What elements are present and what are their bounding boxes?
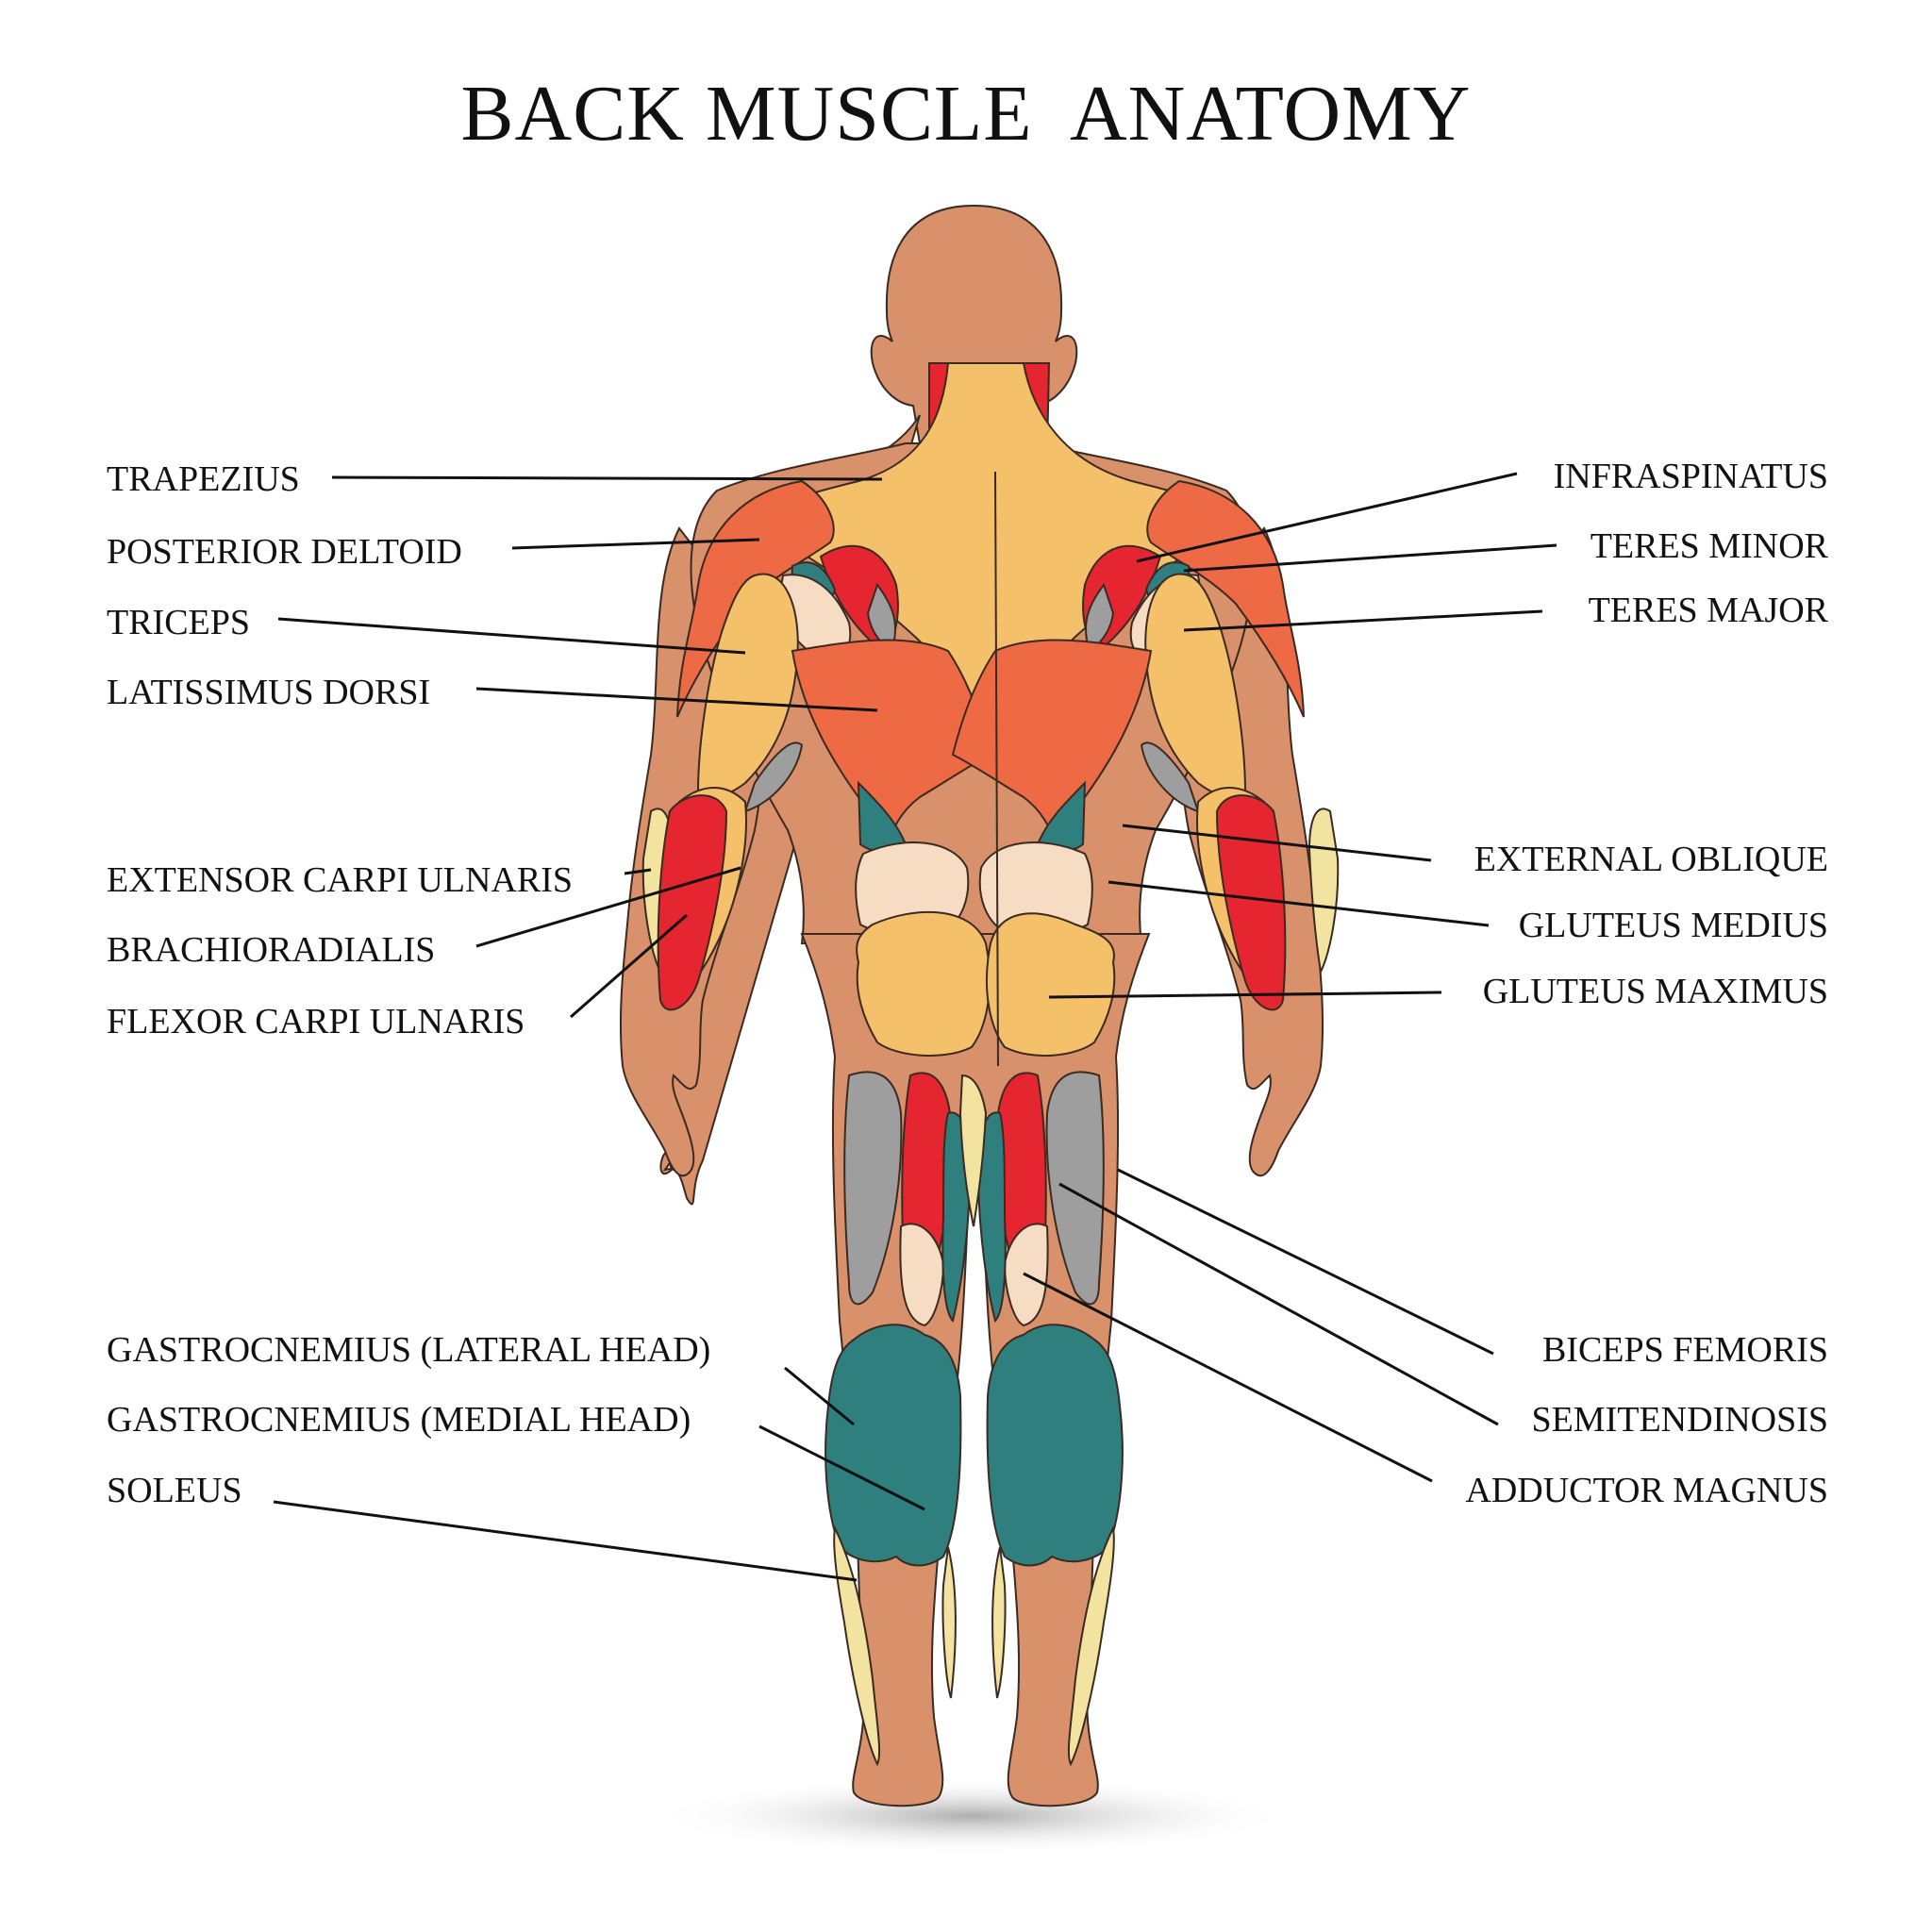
label-flexor-carpi-ulnaris: FLEXOR CARPI ULNARIS bbox=[107, 1002, 525, 1041]
brachioradialis-left bbox=[657, 794, 728, 1011]
soleus-left bbox=[833, 1524, 881, 1767]
label-teres-major: TERES MAJOR bbox=[1589, 591, 1829, 630]
leader-triceps bbox=[277, 617, 746, 655]
label-extensor-carpi-ulnaris: EXTENSOR CARPI ULNARIS bbox=[107, 860, 573, 900]
label-soleus: SOLEUS bbox=[107, 1471, 242, 1510]
leader-semitendinosis bbox=[1058, 1182, 1499, 1426]
label-trapezius: TRAPEZIUS bbox=[107, 459, 300, 499]
label-infraspinatus: INFRASPINATUS bbox=[1554, 457, 1828, 496]
grey-arm-right bbox=[1140, 741, 1200, 813]
leader-biceps-femoris bbox=[1117, 1168, 1494, 1356]
grey-arm-left bbox=[743, 741, 804, 813]
leader-lines bbox=[273, 472, 1557, 1582]
label-gluteus-medius: GLUTEUS MEDIUS bbox=[1519, 906, 1828, 945]
leader-extensor-carpi-ulnaris bbox=[624, 868, 652, 875]
biceps-femoris-left bbox=[843, 1071, 903, 1306]
gastrocnemius-right bbox=[986, 1324, 1124, 1567]
labels-left: TRAPEZIUS POSTERIOR DELTOID TRICEPS LATI… bbox=[107, 459, 710, 1510]
label-brachioradialis: BRACHIORADIALIS bbox=[107, 930, 435, 970]
gastrocnemius-left bbox=[824, 1324, 962, 1567]
brachioradialis-right bbox=[1215, 794, 1287, 1011]
label-adductor-magnus: ADDUCTOR MAGNUS bbox=[1465, 1471, 1828, 1510]
labels-right: INFRASPINATUS TERES MINOR TERES MAJOR EX… bbox=[1465, 457, 1828, 1510]
label-semitendinosis: SEMITENDINOSIS bbox=[1531, 1400, 1828, 1440]
leader-posterior-deltoid bbox=[511, 538, 760, 550]
label-triceps: TRICEPS bbox=[107, 603, 250, 642]
leader-gastrocnemius-lateral bbox=[784, 1366, 855, 1426]
label-latissimus-dorsi: LATISSIMUS DORSI bbox=[107, 673, 430, 712]
soleus-right bbox=[1067, 1524, 1115, 1767]
label-gastrocnemius-medial: GASTROCNEMIUS (MEDIAL HEAD) bbox=[107, 1400, 691, 1440]
leader-soleus bbox=[273, 1500, 858, 1582]
latissimus-right bbox=[951, 639, 1153, 842]
page-title: BACK MUSCLE ANATOMY bbox=[460, 70, 1472, 158]
floor-shadow bbox=[651, 1776, 1292, 1856]
leader-external-oblique bbox=[1122, 824, 1432, 862]
biceps-femoris-right bbox=[1045, 1071, 1105, 1306]
gluteus-maximus-left bbox=[856, 910, 991, 1057]
center-thigh-strip bbox=[958, 1074, 988, 1227]
leader-flexor-carpi-ulnaris bbox=[570, 913, 688, 1019]
leader-gluteus-medius bbox=[1108, 880, 1490, 927]
leader-gastrocnemius-medial bbox=[758, 1424, 925, 1511]
label-teres-minor: TERES MINOR bbox=[1591, 526, 1829, 566]
label-external-oblique: EXTERNAL OBLIQUE bbox=[1474, 840, 1828, 879]
leader-brachioradialis bbox=[475, 866, 741, 948]
label-gluteus-maximus: GLUTEUS MAXIMUS bbox=[1483, 972, 1828, 1011]
latissimus-left bbox=[791, 639, 992, 842]
label-biceps-femoris: BICEPS FEMORIS bbox=[1542, 1330, 1828, 1370]
spine-line bbox=[994, 471, 999, 1067]
leader-adductor-magnus bbox=[1023, 1272, 1433, 1483]
label-posterior-deltoid: POSTERIOR DELTOID bbox=[107, 532, 462, 572]
soleus-right-inner bbox=[991, 1546, 1007, 1699]
soleus-left-inner bbox=[941, 1546, 957, 1699]
leader-gluteus-maximus bbox=[1048, 991, 1442, 999]
leader-teres-minor bbox=[1183, 543, 1557, 573]
label-gastrocnemius-lateral: GASTROCNEMIUS (LATERAL HEAD) bbox=[107, 1330, 710, 1370]
leader-trapezius bbox=[331, 475, 883, 481]
leader-teres-major bbox=[1183, 609, 1543, 632]
leader-latissimus-dorsi bbox=[475, 687, 878, 712]
leader-infraspinatus bbox=[1136, 472, 1518, 563]
gluteus-maximus-right bbox=[985, 912, 1116, 1057]
adductor-magnus-left bbox=[899, 1223, 945, 1327]
posterior-deltoid-right bbox=[1146, 479, 1305, 718]
